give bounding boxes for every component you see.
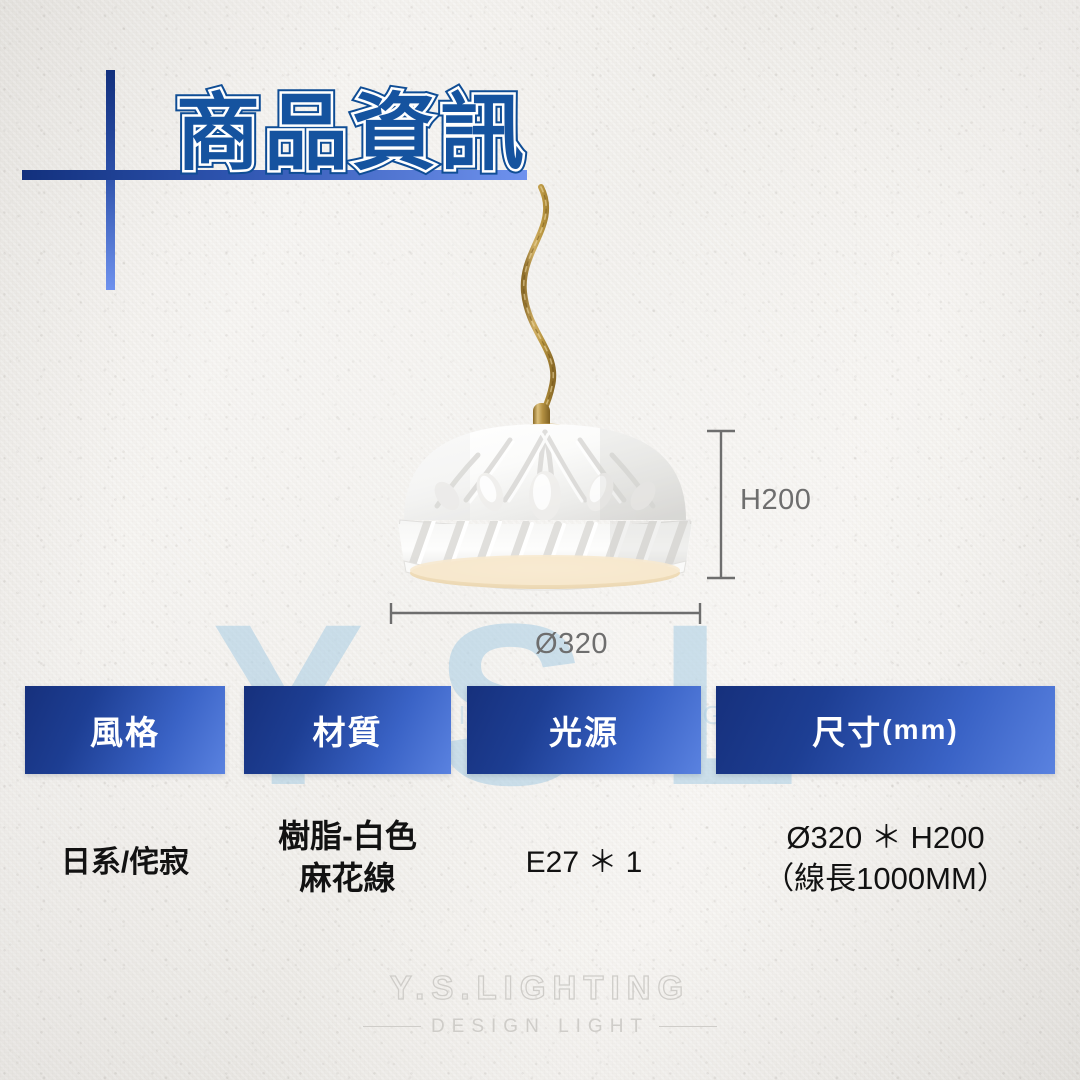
spec-header-material: 材質 (244, 686, 451, 774)
brand-logo-tagline: DESIGN LIGHT (0, 1017, 1080, 1036)
spec-header-size-label: 尺寸 (812, 714, 883, 751)
page-title: 商品資訊 (173, 84, 529, 183)
spec-value-style: 日系/侘寂 (25, 843, 225, 883)
dimension-height-label: H200 (740, 484, 812, 516)
title-horizontal-accent-bar (22, 170, 527, 180)
spec-value-lightsource: E27 ＊ 1 (467, 843, 701, 883)
spec-value-material-line2: 麻花線 (299, 860, 396, 897)
spec-header-size: 尺寸(mm) (716, 686, 1055, 774)
brand-logo-name: Y.S.LIGHTING (389, 969, 691, 1006)
spec-value-style-line1: 日系/侘寂 (60, 846, 190, 879)
spec-header-size-unit: (mm) (882, 714, 959, 745)
spec-header-style: 風格 (25, 686, 225, 774)
spec-value-lightsource-line1: E27 ＊ 1 (525, 846, 643, 879)
dimension-width-label: Ø320 (0, 628, 1080, 661)
spec-header-lightsource-label: 光源 (549, 714, 619, 751)
spec-value-material: 樹脂-白色 麻花線 (244, 815, 451, 899)
spec-header-style-label: 風格 (90, 714, 160, 751)
spec-header-material-label: 材質 (312, 714, 383, 751)
spec-header-lightsource: 光源 (467, 686, 701, 774)
spec-table-header-row: 風格 材質 光源 尺寸(mm) (0, 686, 1080, 774)
page-title-outline: 商品資訊 (171, 82, 529, 185)
spec-value-material-line1: 樹脂-白色 (278, 818, 417, 854)
spec-value-size: Ø320 ＊ H200 （線長1000MM） (716, 818, 1055, 900)
spec-value-size-line2: （線長1000MM） (763, 860, 1008, 896)
brand-logo: Y.S.LIGHTING DESIGN LIGHT (0, 969, 1080, 1036)
dimension-width-value: Ø320 (535, 628, 608, 660)
title-vertical-accent-bar (106, 70, 115, 290)
spec-value-size-line1: Ø320 ＊ H200 (786, 820, 985, 855)
